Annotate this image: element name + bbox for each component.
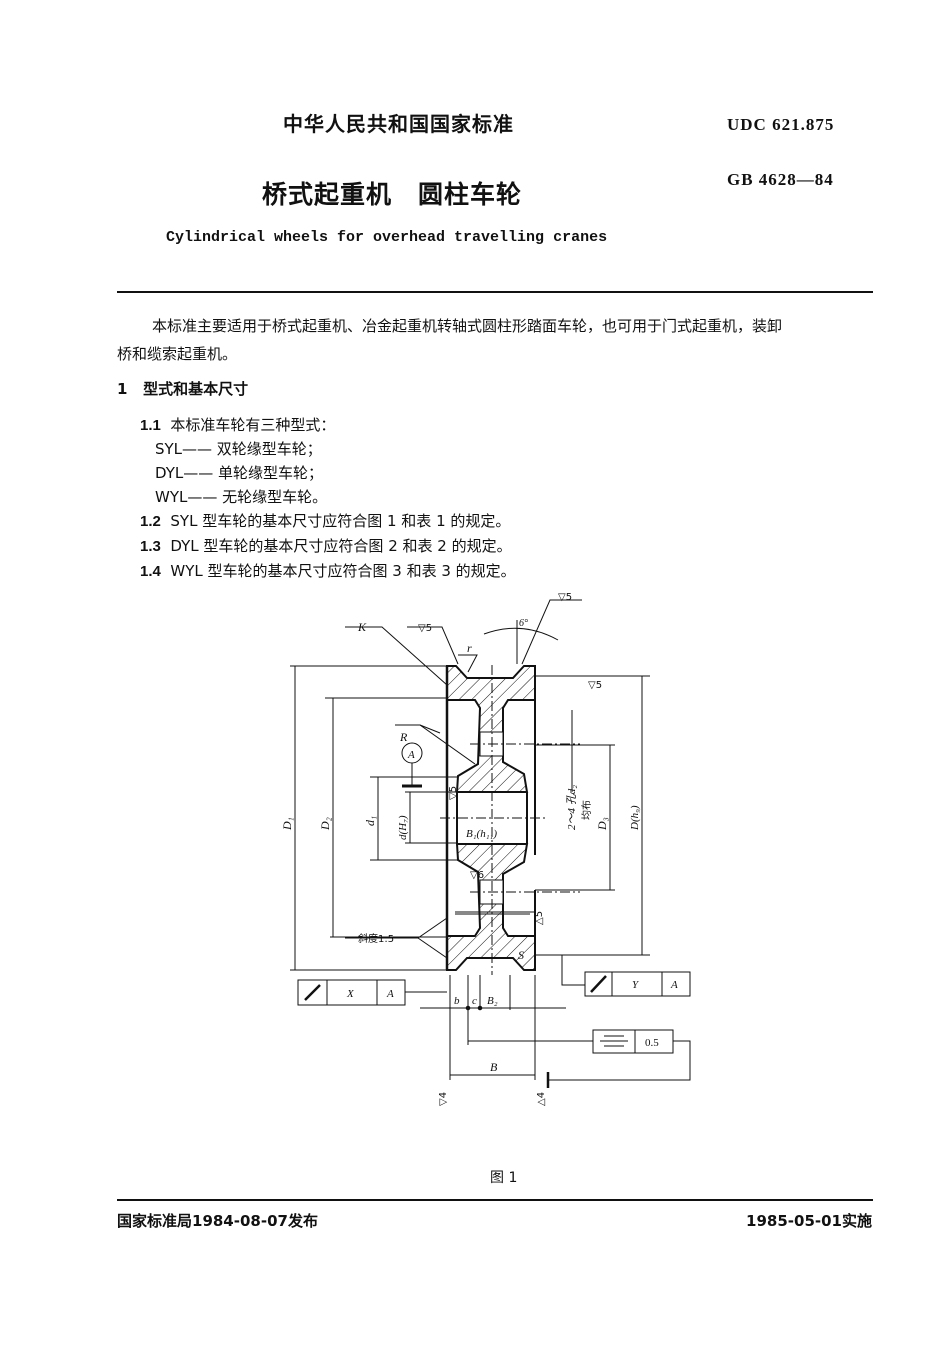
label-b-width: B [490, 1060, 498, 1074]
tolerance-value: 0.5 [645, 1037, 659, 1049]
clause-number: 1.4 [140, 563, 161, 580]
intro-line2: 桥和缆索起重机。 [117, 345, 238, 363]
runout-icon [590, 975, 607, 993]
clause-number: 1.3 [140, 538, 161, 555]
label-roughness: △4 [536, 1092, 547, 1106]
label-b-small: b [454, 995, 460, 1007]
label-b2: B₂ [487, 995, 498, 1007]
label-c: c [472, 995, 477, 1007]
clause-1-3: 1.3 DYL 型车轮的基本尺寸应符合图 2 和表 2 的规定。 [140, 535, 512, 556]
tolerance-ref: Y [632, 979, 640, 991]
label-r: r [467, 641, 472, 655]
label-roughness: ▽5 [588, 680, 602, 691]
label-k: K [357, 620, 367, 634]
effective-date: 1985-05-01实施 [746, 1212, 872, 1230]
footer-rule [117, 1199, 873, 1201]
header-rule [117, 291, 873, 293]
label-angle: 6° [519, 618, 528, 629]
figure-caption: 图 1 [490, 1170, 517, 1186]
clause-text: DYL 型车轮的基本尺寸应符合图 2 和表 2 的规定。 [170, 537, 512, 555]
label-roughness: ▽5 [418, 623, 432, 634]
label-d3: D₃ [595, 817, 609, 831]
intro-line1: 本标准主要适用于桥式起重机、冶金起重机转轴式圆柱形踏面车轮，也可用于门式起重机，… [152, 317, 783, 335]
label-slope: 斜度1:5 [358, 932, 394, 945]
label-R: R [399, 730, 408, 744]
label-hub-d1: d₁ [363, 816, 377, 826]
label-roughness: △5 [534, 911, 545, 925]
type-syl: SYL—— 双轮缘型车轮； [155, 440, 322, 458]
runout-frame-right [584, 971, 691, 997]
runout-icon [304, 984, 321, 1001]
tolerance-ref: X [346, 988, 355, 1000]
section-title: 型式和基本尺寸 [143, 380, 249, 398]
label-roughness: ▽5 [558, 592, 572, 603]
label-even: 均布 [581, 800, 593, 820]
english-title: Cylindrical wheels for overhead travelli… [166, 229, 608, 246]
type-dyl: DYL—— 单轮缘型车轮； [155, 464, 324, 482]
standard-code: GB 4628—84 [727, 170, 834, 189]
section-top [446, 665, 536, 793]
label-b1: B₁(h₁₁) [466, 828, 497, 840]
section-bottom [446, 843, 536, 971]
clause-text: SYL 型车轮的基本尺寸应符合图 1 和表 1 的规定。 [170, 512, 511, 530]
label-roughness: ▽4 [438, 1092, 449, 1106]
label-d1-outer: D₁ [280, 817, 294, 831]
issuer: 中华人民共和国国家标准 [283, 112, 514, 136]
symmetry-icon [600, 1035, 628, 1047]
type-wyl: WYL—— 无轮缘型车轮。 [155, 488, 328, 506]
label-datum-a: A [407, 749, 415, 761]
clause-1-4: 1.4 WYL 型车轮的基本尺寸应符合图 3 和表 3 的规定。 [140, 560, 516, 581]
document-title: 桥式起重机 圆柱车轮 [262, 180, 523, 209]
clause-text: WYL 型车轮的基本尺寸应符合图 3 和表 3 的规定。 [170, 562, 516, 580]
section-number: 1 [117, 380, 128, 398]
tolerance-datum: A [670, 979, 678, 991]
label-holes: 2～4 孔d₂ [566, 785, 578, 830]
clause-number: 1.2 [140, 513, 161, 530]
clause-1-1: 1.1 本标准车轮有三种型式： [140, 414, 335, 435]
label-d-tread: D(h₉) [629, 805, 641, 831]
tolerance-datum: A [386, 988, 394, 1000]
label-d2: D₂ [318, 817, 332, 831]
label-s: S [518, 948, 524, 962]
issue-date: 国家标准局1984-08-07发布 [117, 1212, 318, 1230]
clause-text: 本标准车轮有三种型式： [170, 416, 336, 434]
clause-1-2: 1.2 SYL 型车轮的基本尺寸应符合图 1 和表 1 的规定。 [140, 510, 510, 531]
label-roughness: ▽5 [448, 786, 459, 800]
section-heading: 1 型式和基本尺寸 [117, 378, 248, 399]
label-bore: d(H₇) [397, 815, 409, 840]
label-roughness: ▽6 [470, 870, 484, 881]
udc-code: UDC 621.875 [727, 115, 835, 134]
clause-number: 1.1 [140, 417, 161, 434]
